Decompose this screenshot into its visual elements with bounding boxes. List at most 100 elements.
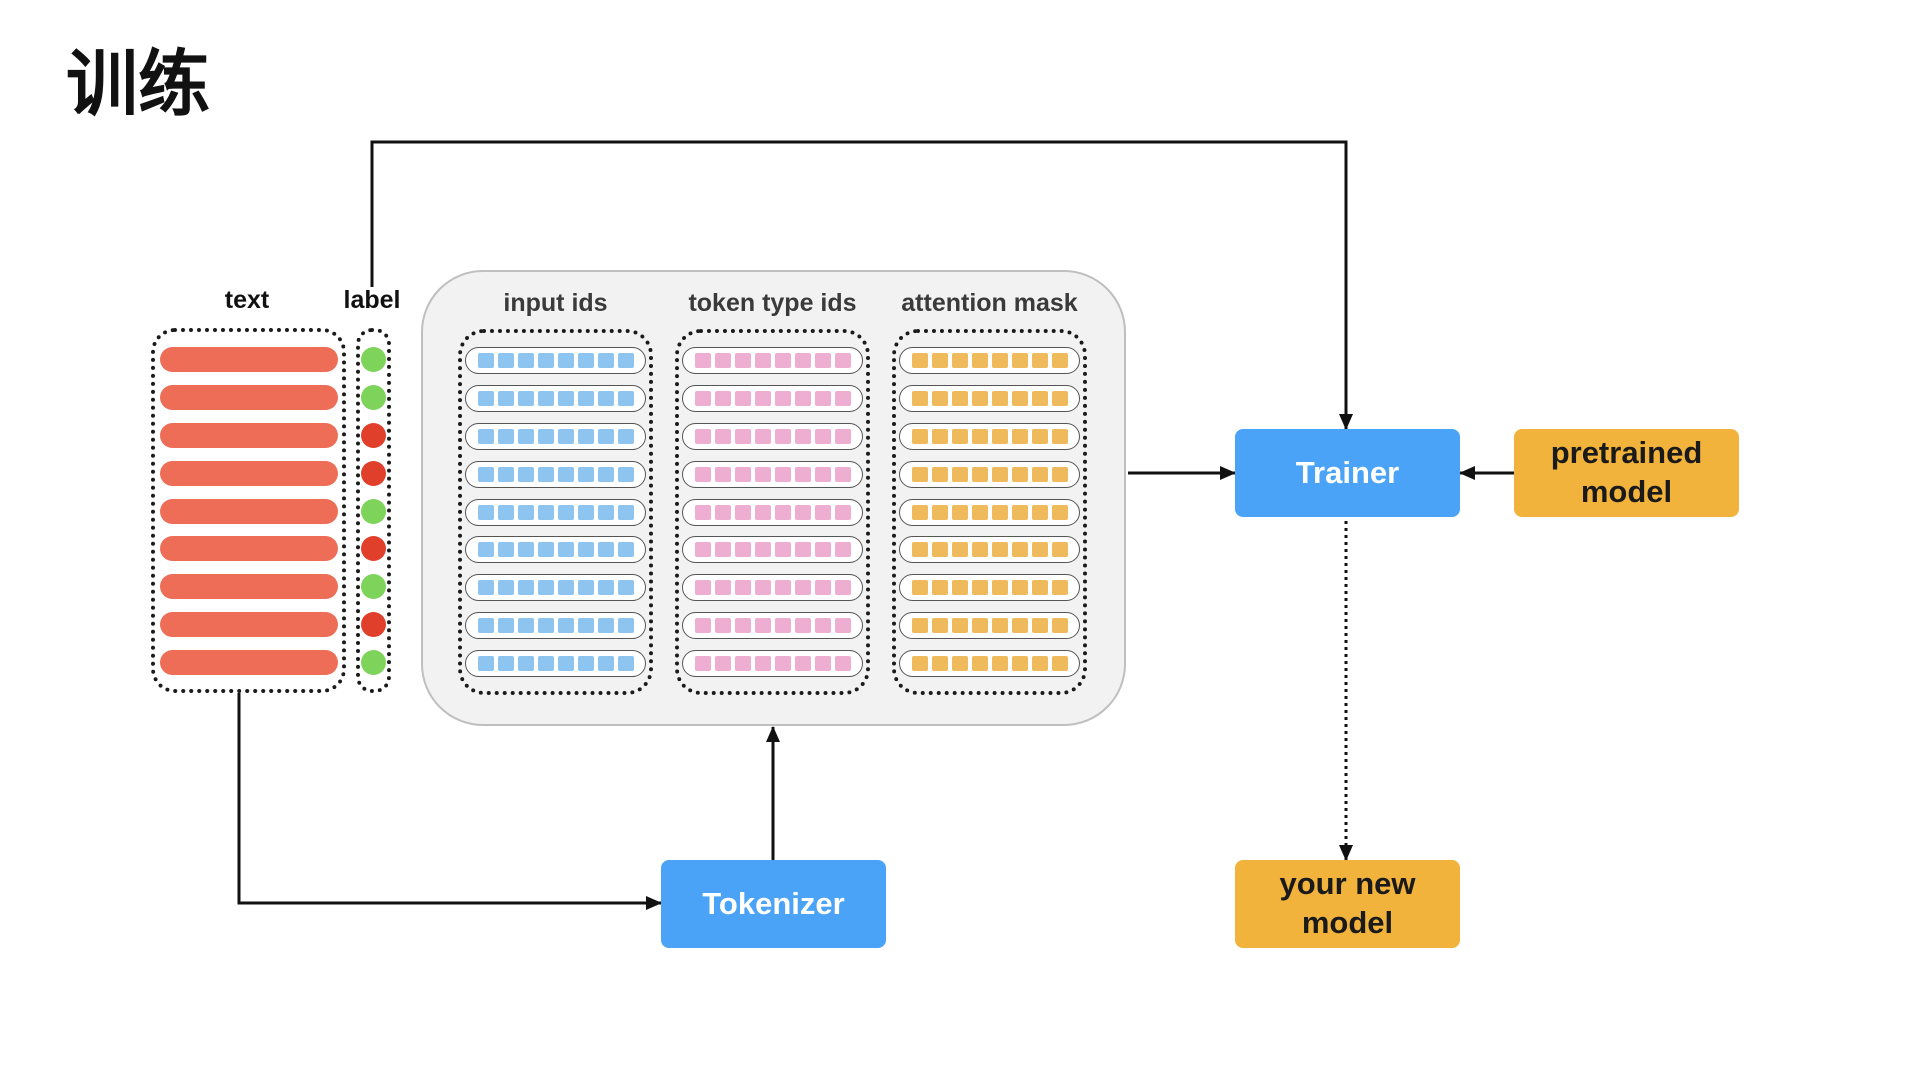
token-square	[477, 618, 494, 634]
token-square	[477, 542, 494, 558]
token-square	[617, 542, 634, 558]
token-square	[597, 428, 614, 444]
token-square	[951, 390, 968, 406]
token-sequence-pill	[465, 460, 646, 488]
token-square	[1051, 428, 1068, 444]
token-square	[497, 390, 514, 406]
token-square	[617, 390, 634, 406]
token-sequence-pill	[465, 498, 646, 526]
token-square	[911, 580, 928, 596]
token-square	[557, 504, 574, 520]
token-square	[557, 428, 574, 444]
token-square	[537, 618, 554, 634]
token-square	[734, 390, 751, 406]
token-square	[991, 618, 1008, 634]
token-square	[577, 504, 594, 520]
token-square	[794, 428, 811, 444]
token-square	[911, 504, 928, 520]
token-square	[517, 618, 534, 634]
token-square	[1051, 542, 1068, 558]
token-square	[694, 580, 711, 596]
token-square	[734, 466, 751, 482]
token-square	[617, 580, 634, 596]
text-column-header: text	[224, 286, 270, 314]
token-square	[911, 353, 928, 368]
token-square	[517, 428, 534, 444]
token-square	[931, 466, 948, 482]
token-square	[734, 504, 751, 520]
token-square	[517, 504, 534, 520]
token-square	[537, 466, 554, 482]
text-sample-bar	[159, 574, 338, 600]
token-square	[597, 542, 614, 558]
token-square	[911, 466, 928, 482]
token-square	[557, 542, 574, 558]
token-square	[734, 656, 751, 672]
token-sequence-pill	[682, 460, 863, 488]
token-square	[834, 466, 851, 482]
token-square	[991, 353, 1008, 368]
token-square	[1031, 580, 1048, 596]
token-square	[714, 656, 731, 672]
token-square	[931, 656, 948, 672]
token-square	[754, 542, 771, 558]
text-sample-bar	[159, 460, 338, 486]
token-square	[794, 504, 811, 520]
token-square	[537, 504, 554, 520]
token-square	[911, 390, 928, 406]
token-square	[1011, 656, 1028, 672]
token-sequence-pill	[899, 536, 1080, 564]
token-square	[617, 656, 634, 672]
token-square	[794, 542, 811, 558]
token-square	[1011, 618, 1028, 634]
token-square	[931, 428, 948, 444]
token-square	[734, 580, 751, 596]
token-square	[794, 580, 811, 596]
token-square	[537, 542, 554, 558]
token-sequence-pill	[465, 612, 646, 640]
token-square	[577, 353, 594, 368]
token-square	[1031, 618, 1048, 634]
token-sequence-pill	[899, 574, 1080, 602]
token-sequence-pill	[682, 498, 863, 526]
token-square	[1031, 656, 1048, 672]
token-square	[814, 428, 831, 444]
token-square	[517, 466, 534, 482]
token-square	[911, 618, 928, 634]
token-square	[1011, 428, 1028, 444]
token-sequence-pill	[899, 384, 1080, 412]
label-dot	[361, 422, 386, 448]
token-square	[931, 580, 948, 596]
label-dot	[361, 536, 386, 562]
token-square	[517, 656, 534, 672]
token-square	[774, 542, 791, 558]
token-square	[814, 504, 831, 520]
token-square	[991, 504, 1008, 520]
token-square	[931, 390, 948, 406]
token-square	[557, 466, 574, 482]
token-sequence-pill	[899, 347, 1080, 374]
text-sample-bar	[159, 422, 338, 448]
token-square	[1031, 390, 1048, 406]
token-square	[911, 656, 928, 672]
token-square	[477, 466, 494, 482]
token-square	[754, 656, 771, 672]
token-square	[754, 390, 771, 406]
token-square	[577, 656, 594, 672]
token-square	[497, 466, 514, 482]
token-sequence-pill	[682, 347, 863, 374]
token-square	[577, 390, 594, 406]
token-square	[537, 580, 554, 596]
token-square	[517, 580, 534, 596]
token-square	[497, 618, 514, 634]
label-dot	[361, 347, 386, 372]
token-sequence-pill	[899, 422, 1080, 450]
token-square	[694, 428, 711, 444]
token-square	[814, 656, 831, 672]
token-square	[1011, 353, 1028, 368]
token-square	[991, 466, 1008, 482]
text-sample-bar	[159, 612, 338, 638]
token-square	[991, 390, 1008, 406]
token-square	[754, 466, 771, 482]
token-square	[814, 390, 831, 406]
